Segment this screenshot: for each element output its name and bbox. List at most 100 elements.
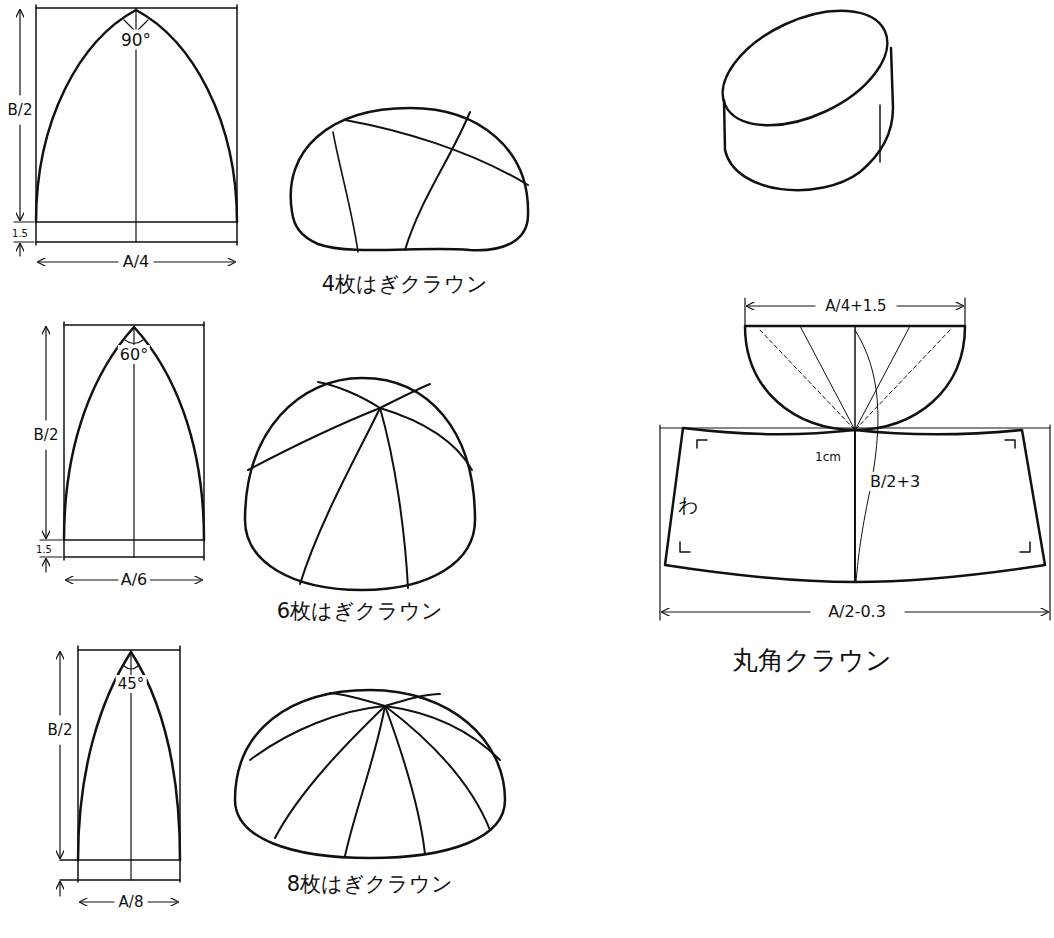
dimension-label: A/2-0.3 (826, 602, 888, 621)
dimension-arrow (59, 745, 60, 858)
dimension-label: A/4 (121, 252, 152, 271)
guide-line (60, 879, 180, 881)
dimension-arrow (38, 261, 118, 262)
dimension-arrow (19, 244, 20, 256)
dimension-tick (744, 298, 745, 326)
dimension-label: A/4 (121, 253, 152, 271)
pattern-4 (14, 5, 237, 262)
seam (345, 120, 528, 185)
dimension-label: B/2+3 (868, 472, 922, 491)
crown-4 (291, 108, 528, 252)
dimension-label: A/6 (119, 570, 150, 589)
dimension-label: 1.5 (34, 539, 54, 557)
dimension-arrow (662, 611, 810, 612)
dimension-label: A/2-0.3 (826, 603, 888, 621)
guide-line (659, 425, 660, 620)
guide-curve (855, 330, 878, 582)
dimension-label: 1cm (813, 450, 843, 464)
round-crown-pattern (660, 298, 1050, 620)
caption: 8枚はぎクラウン (285, 872, 455, 896)
dimension-label: A/4+1.5 (823, 297, 888, 315)
dimension-arrow (59, 882, 60, 896)
dimension-label: B/2 (32, 426, 61, 444)
caption: 丸角クラウン (730, 645, 894, 675)
guide-line (855, 330, 950, 430)
pillbox-side (724, 48, 893, 190)
angle-label: 45° (116, 675, 147, 693)
guide-line (760, 330, 855, 430)
panel-outline (78, 652, 180, 860)
crown-outline (245, 378, 475, 590)
seam (879, 105, 881, 162)
seam (385, 706, 425, 854)
caption: 4枚はぎクラウン (320, 273, 490, 296)
dimension-tick (40, 539, 62, 540)
dimension-arrow (59, 652, 60, 715)
guide-line (1049, 425, 1050, 620)
dimension-arrow (897, 305, 963, 306)
angle-label: 45° (116, 675, 147, 693)
seam (345, 706, 385, 856)
seam (300, 408, 380, 584)
center-line (854, 326, 856, 430)
center-line (854, 430, 856, 582)
corner-mark (697, 440, 707, 448)
pattern-6 (40, 322, 204, 580)
dimension-arrow (66, 579, 118, 580)
seam (248, 408, 380, 470)
seam (405, 112, 470, 250)
part-label: わ (676, 494, 700, 516)
caption: 8枚はぎクラウン (285, 873, 455, 896)
guide-line (78, 649, 180, 651)
pattern-8 (60, 646, 180, 902)
dimension-label: B/2 (6, 101, 35, 119)
dimension-label: A/8 (117, 893, 146, 911)
part-label: わ (676, 493, 700, 517)
caption: 6枚はぎクラウン (275, 599, 445, 623)
panel-outline (64, 327, 204, 540)
dimension-tick (40, 556, 62, 557)
angle-label: 90° (119, 30, 153, 50)
caption: 6枚はぎクラウン (275, 600, 445, 623)
seam (385, 706, 500, 760)
dimension-arrow (154, 261, 235, 262)
panel-outline (36, 10, 237, 222)
dimension-label: 1.5 (34, 544, 54, 555)
dimension-arrow (80, 901, 114, 902)
dimension-label: B/2 (32, 426, 61, 444)
dimension-arrow (19, 10, 20, 95)
seam (330, 693, 385, 706)
dimension-arrow (19, 125, 20, 220)
dimension-label: A/4+1.5 (823, 297, 888, 315)
dimension-arrow (747, 305, 815, 306)
crown-outline (235, 690, 505, 858)
dimension-label: 1.5 (10, 228, 30, 239)
dimension-arrow (45, 559, 46, 572)
angle-label: 90° (119, 31, 153, 50)
angle-mark (124, 666, 138, 669)
seam (380, 384, 430, 408)
guide-line (855, 326, 910, 430)
dimension-tick (14, 241, 34, 242)
dimension-label: A/6 (119, 571, 150, 589)
pillbox (705, 0, 905, 190)
dimension-arrow (148, 901, 178, 902)
dimension-arrow (150, 579, 202, 580)
caption: 丸角クラウン (730, 646, 894, 675)
crown-8 (235, 690, 505, 858)
guide-line (660, 428, 1050, 429)
crown-outline (291, 108, 528, 250)
corner-mark (1005, 440, 1015, 448)
guide-line (800, 326, 855, 430)
seam (333, 132, 358, 252)
angle-label: 60° (118, 346, 150, 364)
dimension-label: B/2+3 (868, 473, 922, 491)
seam (380, 408, 472, 470)
dimension-label: A/8 (117, 893, 146, 911)
seam (318, 382, 380, 408)
angle-mark (125, 340, 143, 344)
seam (385, 706, 490, 830)
dimension-arrow (45, 450, 46, 538)
seam (250, 706, 385, 760)
